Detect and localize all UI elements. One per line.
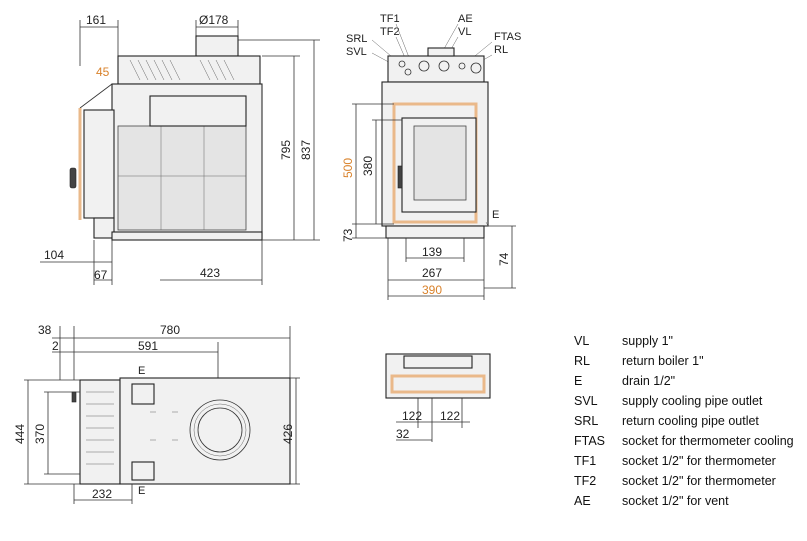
front-glass bbox=[117, 125, 247, 231]
legend-code: E bbox=[574, 374, 583, 388]
dim-390: 390 bbox=[422, 283, 442, 297]
legend-row: SVL supply cooling pipe outlet bbox=[574, 391, 807, 411]
legend-code: SVL bbox=[574, 394, 598, 408]
legend-description: return cooling pipe outlet bbox=[622, 414, 759, 428]
dim-122b: 122 bbox=[440, 409, 460, 423]
label-svl: SVL bbox=[346, 46, 367, 58]
dim-795: 795 bbox=[279, 140, 293, 160]
legend-row: SRL return cooling pipe outlet bbox=[574, 411, 807, 431]
label-vl: VL bbox=[458, 26, 471, 38]
top-hood bbox=[117, 55, 261, 85]
label-srl: SRL bbox=[346, 33, 367, 45]
side-base bbox=[385, 225, 485, 239]
label-e-top: E bbox=[138, 365, 145, 377]
side-handle bbox=[397, 165, 403, 189]
label-tf1: TF1 bbox=[380, 13, 400, 25]
legend-description: return boiler 1" bbox=[622, 354, 704, 368]
dim-232: 232 bbox=[92, 487, 112, 501]
dim-423: 423 bbox=[200, 266, 220, 280]
legend-description: supply 1" bbox=[622, 334, 673, 348]
dim-591: 591 bbox=[138, 339, 158, 353]
label-ftas: FTAS bbox=[494, 31, 521, 43]
plan-door bbox=[79, 379, 121, 485]
top-view: 38 780 2 591 E E 444 bbox=[13, 323, 300, 504]
legend-description: supply cooling pipe outlet bbox=[622, 394, 763, 408]
legend-code: VL bbox=[574, 334, 590, 348]
side-view: TF1 AE TF2 VL SRL SVL FTAS RL bbox=[341, 13, 521, 300]
legend-row: TF2 socket 1/2" for thermometer bbox=[574, 471, 807, 491]
small-view: 122 122 32 bbox=[385, 353, 491, 442]
dim-444: 444 bbox=[13, 424, 27, 444]
dim-837: 837 bbox=[299, 140, 313, 160]
dim-74: 74 bbox=[497, 252, 511, 266]
legend-row: AE socket 1/2" for vent bbox=[574, 491, 807, 511]
legend-description: socket 1/2" for vent bbox=[622, 494, 729, 508]
dim-45: 45 bbox=[96, 65, 110, 79]
dim-104: 104 bbox=[44, 248, 64, 262]
dim-diameter-178: Ø178 bbox=[199, 13, 229, 27]
dim-370: 370 bbox=[33, 424, 47, 444]
dim-73: 73 bbox=[341, 228, 355, 242]
legend-code: RL bbox=[574, 354, 590, 368]
dim-426: 426 bbox=[281, 424, 295, 444]
dim-38: 38 bbox=[38, 323, 52, 337]
vent-block bbox=[427, 47, 455, 57]
legend-code: FTAS bbox=[574, 434, 606, 448]
connector-panel bbox=[387, 55, 485, 83]
flue-inner bbox=[197, 407, 243, 453]
label-e-side: E bbox=[492, 209, 499, 221]
legend-row: VL supply 1" bbox=[574, 331, 807, 351]
small-orange-frame bbox=[390, 374, 486, 394]
side-door bbox=[83, 109, 115, 219]
small-top-panel bbox=[403, 355, 473, 369]
door-handle bbox=[69, 167, 77, 189]
label-tf2: TF2 bbox=[380, 26, 400, 38]
legend-description: socket for thermometer cooling bbox=[622, 434, 794, 448]
baffle bbox=[149, 95, 247, 127]
legend-code: TF2 bbox=[574, 474, 597, 488]
legend-description: drain 1/2" bbox=[622, 374, 676, 388]
dim-380: 380 bbox=[361, 156, 375, 176]
legend-description: socket 1/2" for thermometer bbox=[622, 454, 776, 468]
legend-code: SRL bbox=[574, 414, 599, 428]
base-block bbox=[93, 217, 115, 239]
dim-2: 2 bbox=[52, 339, 59, 353]
side-glass bbox=[413, 125, 467, 201]
legend-description: socket 1/2" for thermometer bbox=[622, 474, 776, 488]
dim-780: 780 bbox=[160, 323, 180, 337]
flue-collar bbox=[195, 35, 239, 57]
dim-161: 161 bbox=[86, 13, 106, 27]
dim-67: 67 bbox=[94, 268, 108, 282]
dim-122a: 122 bbox=[402, 409, 422, 423]
dim-139: 139 bbox=[422, 245, 442, 259]
plan-handle bbox=[71, 391, 77, 403]
dim-500: 500 bbox=[341, 158, 355, 178]
base-plinth bbox=[111, 231, 263, 241]
label-e-bottom: E bbox=[138, 485, 145, 497]
dim-267: 267 bbox=[422, 266, 442, 280]
legend-code: AE bbox=[574, 494, 591, 508]
legend-row: RL return boiler 1" bbox=[574, 351, 807, 371]
legend-code: TF1 bbox=[574, 454, 597, 468]
label-rl: RL bbox=[494, 44, 508, 56]
flue-outer bbox=[189, 399, 251, 461]
front-view: 161 Ø178 45 bbox=[40, 13, 320, 285]
plan-connector-top bbox=[131, 383, 155, 405]
legend-row: FTAS socket for thermometer cooling bbox=[574, 431, 807, 451]
dim-32: 32 bbox=[396, 427, 410, 441]
plan-connector-bottom bbox=[131, 461, 155, 481]
label-ae: AE bbox=[458, 13, 473, 25]
legend-row: TF1 socket 1/2" for thermometer bbox=[574, 451, 807, 471]
